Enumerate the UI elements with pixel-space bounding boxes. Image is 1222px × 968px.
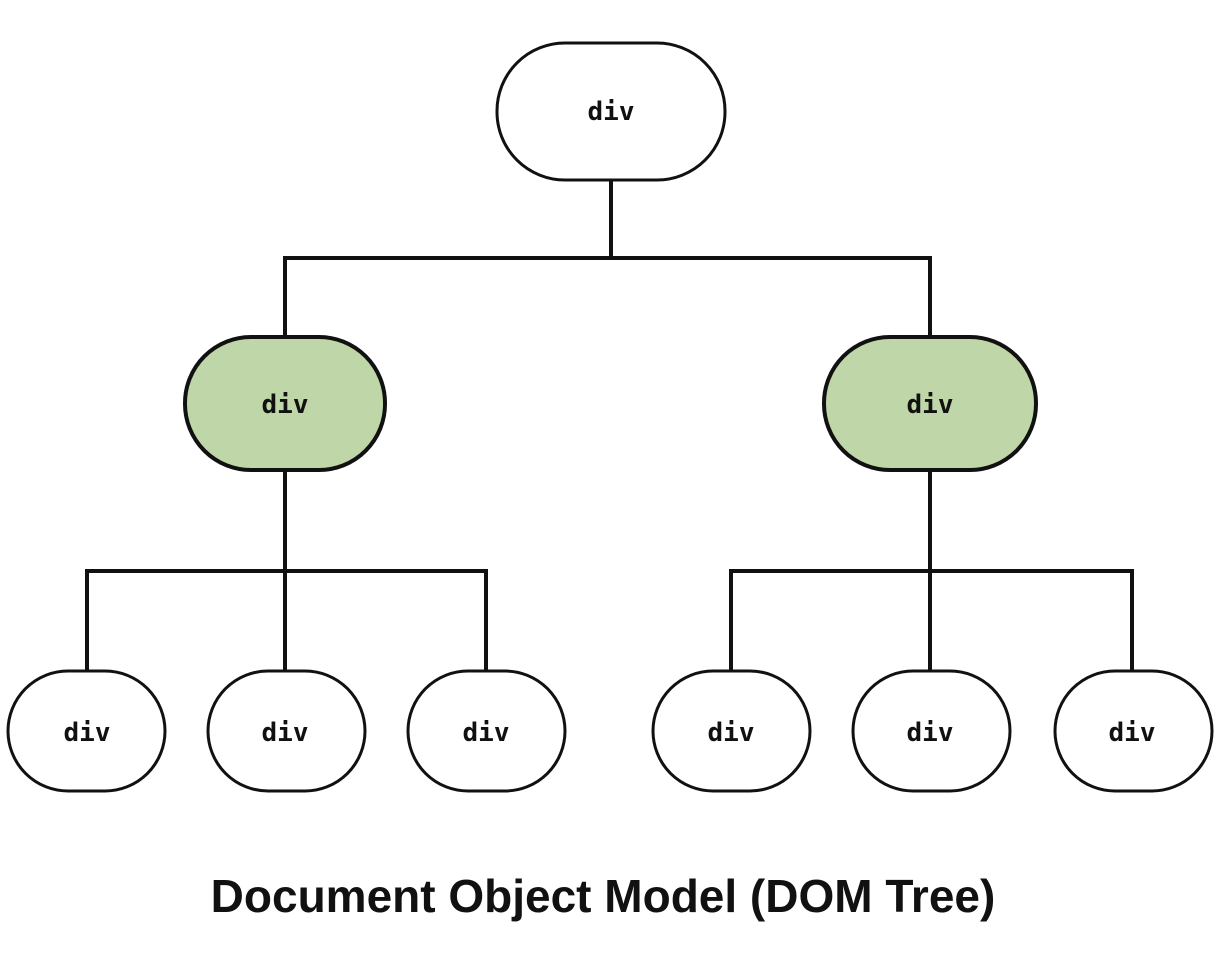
node-right-child-3-shape <box>1053 669 1214 793</box>
node-right-child-3: div <box>1053 669 1214 793</box>
node-right-child-1: div <box>651 669 812 793</box>
node-root-label: div <box>588 97 635 127</box>
node-left-child-3-shape <box>406 669 567 793</box>
node-right: div <box>822 335 1038 472</box>
node-root-shape <box>495 41 727 182</box>
node-left-child-1: div <box>6 669 167 793</box>
node-root: div <box>495 41 727 182</box>
node-left-child-2-shape <box>206 669 367 793</box>
node-left-child-2-label: div <box>262 718 309 748</box>
node-right-label: div <box>907 390 954 420</box>
tree-connectors <box>85 178 1134 673</box>
node-left-child-1-shape <box>6 669 167 793</box>
node-left-child-2: div <box>206 669 367 793</box>
node-right-child-2-shape <box>851 669 1012 793</box>
node-right-child-1-label: div <box>708 718 755 748</box>
node-left-child-3-label: div <box>463 718 510 748</box>
node-left-child-3: div <box>406 669 567 793</box>
node-left-child-1-label: div <box>64 718 111 748</box>
diagram-caption: Document Object Model (DOM Tree) <box>211 870 996 922</box>
node-right-shape <box>822 335 1038 472</box>
node-left-label: div <box>262 390 309 420</box>
node-right-child-2-label: div <box>907 718 954 748</box>
node-right-child-1-shape <box>651 669 812 793</box>
node-right-child-3-label: div <box>1109 718 1156 748</box>
node-right-child-2: div <box>851 669 1012 793</box>
node-left-shape <box>183 335 387 472</box>
node-left: div <box>183 335 387 472</box>
